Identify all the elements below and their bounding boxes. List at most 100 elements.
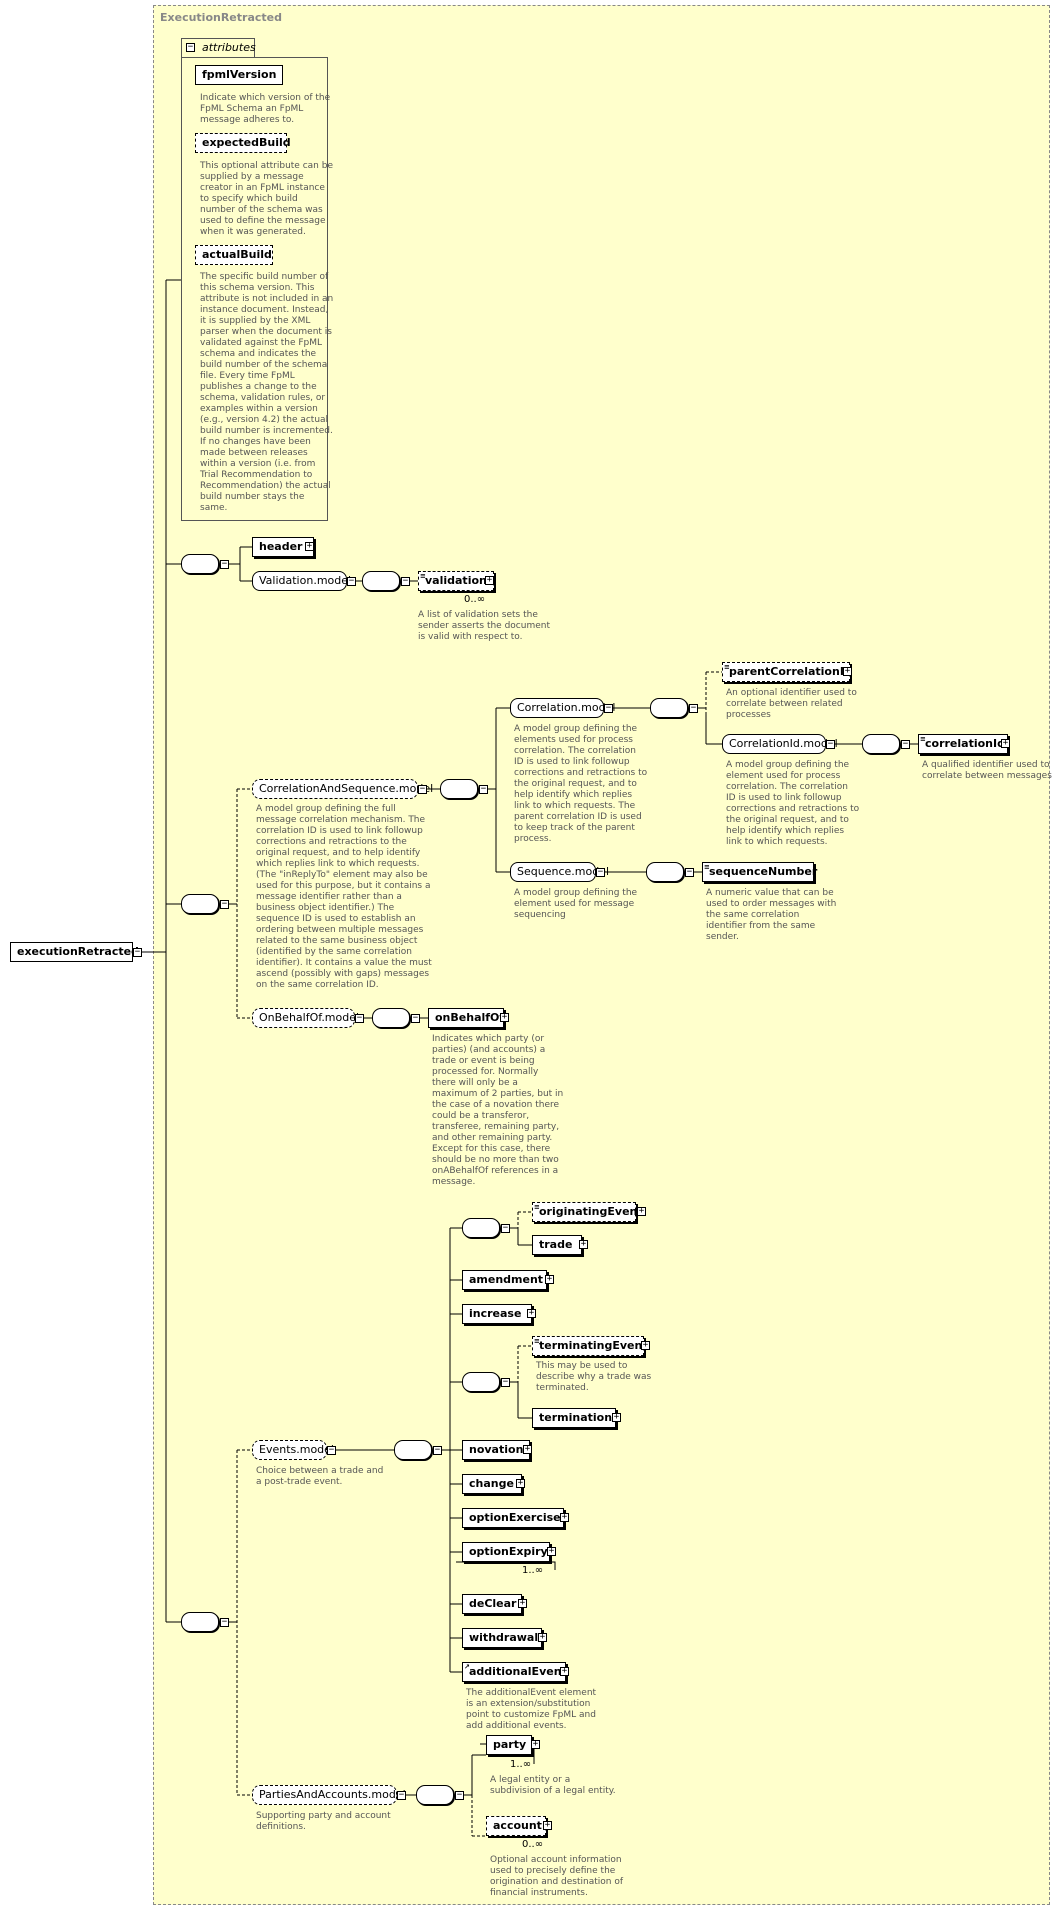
attribute-fpmlversion[interactable]: fpmlVersion (195, 65, 283, 85)
element-optionexercise[interactable]: optionExercise (462, 1508, 564, 1528)
group-sequence-model[interactable]: Sequence.model (510, 862, 609, 882)
expand-icon[interactable]: + (579, 1239, 588, 1249)
sequence-compositor[interactable] (862, 734, 900, 754)
expand-icon[interactable]: + (538, 1632, 547, 1642)
element-onbehalfof[interactable]: onBehalfOf (428, 1008, 504, 1028)
occurrence-label: 0..∞ (522, 1839, 544, 1850)
expand-icon[interactable]: + (543, 1820, 552, 1830)
attribute-expectedbuild[interactable]: expectedBuild (195, 133, 291, 153)
element-termination[interactable]: termination (532, 1408, 616, 1428)
element-parentcorrelationid[interactable]: ≡parentCorrelationId (722, 662, 852, 682)
sequence-compositor[interactable] (372, 1008, 410, 1028)
attribute-doc: This optional attribute can be supplied … (200, 161, 333, 237)
element-additionalevent[interactable]: ↗additionalEvent (462, 1662, 567, 1682)
sequence-compositor[interactable] (462, 1218, 500, 1238)
collapse-icon[interactable]: − (220, 1617, 229, 1627)
group-doc: A model group defining the full message … (256, 804, 432, 990)
element-validation[interactable]: ≡validation (418, 571, 494, 591)
expand-icon[interactable]: + (843, 666, 852, 676)
collapse-icon[interactable]: − (418, 784, 427, 794)
collapse-icon[interactable]: − (501, 1377, 510, 1387)
group-doc: Supporting party and account definitions… (256, 1811, 391, 1832)
expand-icon[interactable]: + (518, 1598, 527, 1608)
element-correlationid[interactable]: ≡correlationId (918, 734, 1008, 754)
sequence-compositor[interactable] (650, 698, 688, 718)
sequence-compositor[interactable] (362, 571, 400, 591)
collapse-icon[interactable]: − (220, 899, 229, 909)
collapse-icon[interactable]: − (327, 1445, 336, 1455)
sequence-compositor[interactable] (181, 1612, 219, 1632)
element-change[interactable]: change (462, 1474, 522, 1494)
element-increase[interactable]: increase (462, 1304, 532, 1324)
expand-icon[interactable]: + (1001, 738, 1010, 748)
collapse-icon[interactable]: − (433, 1445, 442, 1455)
group-doc: Choice between a trade and a post-trade … (256, 1466, 384, 1487)
collapse-icon[interactable]: − (501, 1223, 510, 1233)
expand-icon[interactable]: + (516, 1478, 525, 1488)
choice-compositor[interactable] (394, 1440, 432, 1460)
sequence-compositor[interactable] (440, 779, 478, 799)
sequence-compositor[interactable] (462, 1372, 500, 1392)
element-terminatingevent[interactable]: ≡terminatingEvent (532, 1336, 648, 1356)
element-header[interactable]: header (252, 537, 314, 557)
expand-icon[interactable]: + (305, 541, 314, 551)
collapse-icon[interactable]: − (455, 1790, 464, 1800)
element-sequencenumber[interactable]: ≡sequenceNumber (702, 862, 817, 882)
element-withdrawal[interactable]: withdrawal (462, 1628, 542, 1648)
sequence-compositor[interactable] (416, 1785, 454, 1805)
collapse-icon[interactable]: − (689, 703, 698, 713)
attribute-actualbuild[interactable]: actualBuild (195, 245, 273, 265)
element-amendment[interactable]: amendment (462, 1270, 547, 1290)
group-correlationandsequence-model[interactable]: CorrelationAndSequence.model (252, 779, 433, 799)
expand-icon[interactable]: + (547, 1546, 556, 1556)
element-account[interactable]: account (486, 1816, 546, 1836)
expand-icon[interactable]: + (485, 575, 494, 585)
expand-icon[interactable]: + (560, 1512, 569, 1522)
element-doc: A legal entity or a subdivision of a leg… (490, 1775, 616, 1796)
expand-icon[interactable]: + (523, 1444, 532, 1454)
element-declear[interactable]: deClear (462, 1594, 522, 1614)
occurrence-label: 0..∞ (464, 594, 486, 605)
group-correlationid-model[interactable]: CorrelationId.model (722, 734, 838, 754)
collapse-icon[interactable]: − (826, 739, 835, 749)
group-events-model[interactable]: Events.model (252, 1440, 334, 1460)
collapse-icon[interactable]: − (220, 559, 229, 569)
element-optionexpiry[interactable]: optionExpiry (462, 1542, 550, 1562)
group-doc: A model group defining the element used … (726, 760, 860, 847)
expand-icon[interactable]: + (527, 1308, 536, 1318)
collapse-icon[interactable]: − (133, 947, 142, 957)
sequence-compositor[interactable] (181, 554, 219, 574)
attributes-tab[interactable] (181, 38, 255, 58)
expand-icon[interactable]: + (560, 1666, 569, 1676)
element-trade[interactable]: trade (532, 1235, 582, 1255)
collapse-icon[interactable]: − (401, 576, 410, 586)
expand-icon[interactable]: + (641, 1340, 650, 1350)
occurrence-label: 1..∞ (510, 1759, 532, 1770)
group-partiesandaccounts-model[interactable]: PartiesAndAccounts.model (252, 1785, 406, 1805)
collapse-icon[interactable]: − (685, 867, 694, 877)
collapse-icon[interactable]: − (604, 703, 613, 713)
collapse-icon[interactable]: − (347, 576, 356, 586)
expand-icon[interactable]: + (500, 1012, 509, 1022)
sequence-compositor[interactable] (646, 862, 684, 882)
group-onbehalfof-model[interactable]: OnBehalfOf.model (252, 1008, 359, 1028)
group-correlation-model[interactable]: Correlation.model (510, 698, 615, 718)
collapse-icon[interactable]: − (411, 1013, 420, 1023)
expand-icon[interactable]: + (612, 1412, 621, 1422)
expand-icon[interactable]: + (531, 1739, 540, 1749)
sequence-compositor[interactable] (181, 894, 219, 914)
collapse-icon[interactable]: − (901, 739, 910, 749)
expand-icon[interactable]: + (545, 1274, 554, 1284)
collapse-icon[interactable]: − (186, 42, 195, 52)
collapse-icon[interactable]: − (397, 1790, 406, 1800)
collapse-icon[interactable]: − (479, 784, 488, 794)
expand-icon[interactable]: + (637, 1206, 646, 1216)
collapse-icon[interactable]: − (596, 867, 605, 877)
element-novation[interactable]: novation (462, 1440, 530, 1460)
collapse-icon[interactable]: − (355, 1013, 364, 1023)
element-party[interactable]: party (486, 1735, 532, 1755)
element-doc: Optional account information used to pre… (490, 1855, 623, 1898)
element-originatingevent[interactable]: ≡originatingEvent (532, 1202, 643, 1222)
root-element[interactable]: executionRetracted (10, 942, 139, 962)
group-validation-model[interactable]: Validation.model (252, 571, 351, 591)
